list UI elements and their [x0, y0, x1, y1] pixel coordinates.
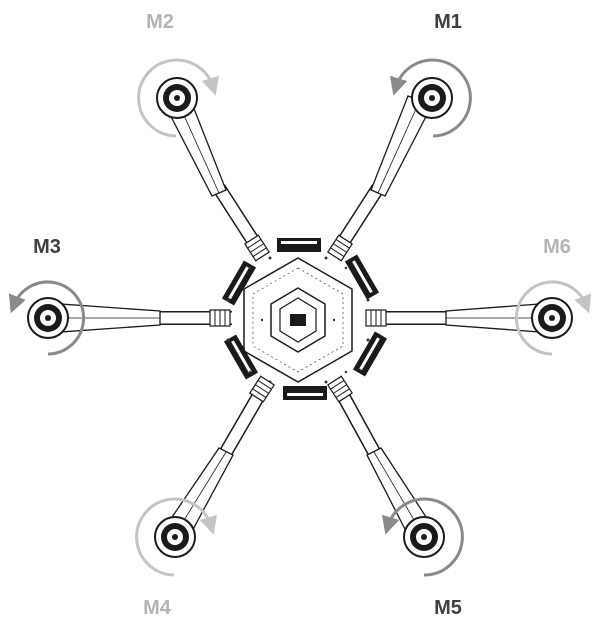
motor-label-m1: M1	[434, 11, 462, 33]
motor-label-m6: M6	[543, 236, 571, 258]
motor-m2	[157, 78, 197, 118]
motor-label-m2: M2	[146, 11, 174, 33]
arm-m4	[166, 376, 274, 535]
motor-label-m5: M5	[434, 597, 462, 619]
motor-m1	[412, 78, 452, 118]
arm-m5	[328, 376, 432, 535]
motor-label-m4: M4	[143, 597, 172, 619]
motor-m4	[155, 517, 195, 557]
arm-m1	[328, 96, 432, 261]
motor-m3	[28, 298, 68, 338]
arm-m6	[366, 304, 540, 332]
motor-m5	[404, 517, 444, 557]
motor-label-m3: M3	[33, 236, 61, 258]
motor-m6	[532, 298, 572, 338]
arm-m3	[60, 304, 232, 332]
arm-m2	[165, 96, 269, 261]
